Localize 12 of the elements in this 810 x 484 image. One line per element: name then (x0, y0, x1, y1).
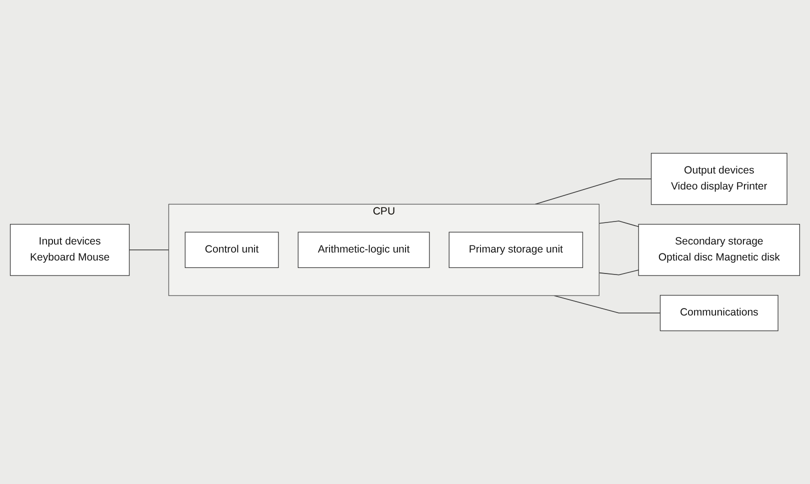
connector (598, 220, 639, 228)
connector (128, 249, 170, 250)
node-box: Input devices Keyboard Mouse (10, 224, 130, 276)
connector (534, 178, 652, 205)
connector (598, 270, 639, 276)
node-box: Communications (660, 294, 778, 332)
node-box: Arithmetic-logic unit (298, 232, 430, 268)
node-box: Output devices Video display Printer (650, 152, 788, 205)
node-box: Primary storage unit (448, 232, 584, 268)
node-box: Control unit (184, 232, 279, 268)
node-box: Secondary storage Optical disc Magnetic disk (638, 224, 800, 276)
connector (554, 295, 661, 314)
